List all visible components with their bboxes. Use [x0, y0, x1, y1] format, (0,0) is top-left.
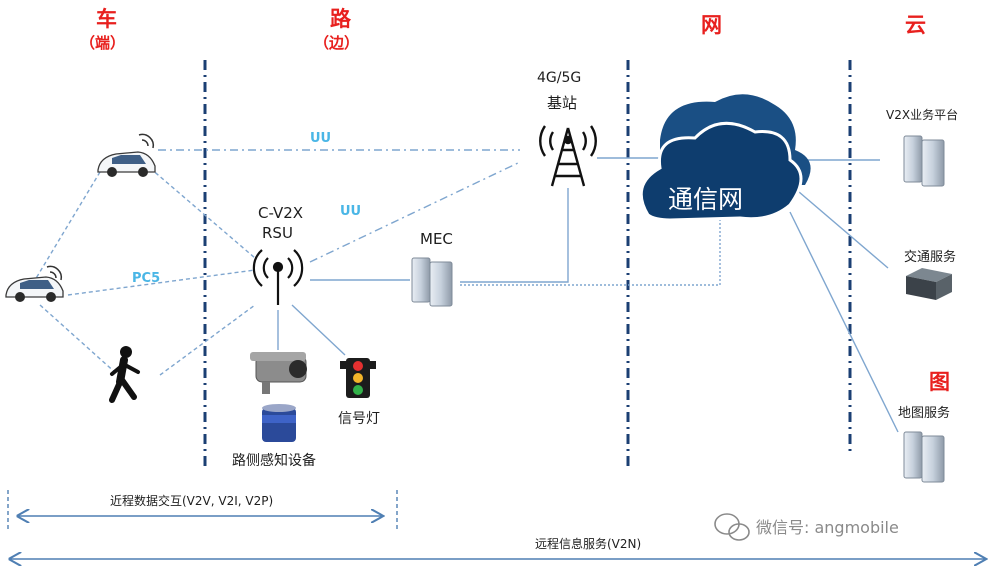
- link-uu-rsu: [309, 161, 521, 263]
- long-range-label: 远程信息服务(V2N): [535, 537, 642, 551]
- zone-subtitle-road: （边）: [314, 34, 360, 52]
- zone-title-map: 图: [929, 370, 950, 394]
- map-service-server-icon: [903, 431, 945, 483]
- signal-light-label: 信号灯: [338, 411, 380, 427]
- zone-dividers: [203, 60, 852, 470]
- base-station-tower-icon: [539, 125, 597, 187]
- uu-label-top: UU: [310, 131, 332, 146]
- link-net-map: [789, 211, 899, 433]
- watermark-text: 微信号: angmobile: [756, 518, 899, 537]
- zone-title-road: 路: [330, 7, 351, 31]
- zone-title-cloud: 云: [905, 13, 926, 37]
- link-rsu-light: [291, 304, 346, 356]
- base-station-label-line2: 基站: [547, 94, 578, 112]
- link-car2-rsu: [67, 269, 256, 296]
- traffic-service-label: 交通服务: [904, 250, 957, 265]
- rsu-antenna-icon: [252, 249, 304, 305]
- zone-title-net: 网: [701, 13, 722, 37]
- range-markers: [7, 490, 985, 559]
- network-cloud-label: 通信网: [668, 185, 744, 214]
- link-net-traffic: [784, 179, 889, 269]
- link-mec-net: [460, 220, 721, 286]
- roadside-sensing-label: 路侧感知设备: [232, 453, 316, 469]
- vehicle-icon-1: [97, 133, 156, 177]
- link-car2-ped: [39, 304, 119, 376]
- base-station-label-line1: 4G/5G: [537, 70, 582, 86]
- short-range-label: 近程数据交互(V2V, V2I, V2P): [110, 494, 274, 508]
- wechat-watermark-icon: [714, 513, 750, 541]
- link-ped-rsu: [159, 304, 256, 376]
- zone-subtitle-car: （端）: [80, 34, 126, 52]
- network-cloud-icon: [639, 94, 811, 222]
- v2x-platform-label: V2X业务平台: [886, 108, 959, 122]
- rsu-label-line1: C-V2X: [258, 204, 304, 222]
- traffic-light-icon: [340, 358, 376, 398]
- pc5-label: PC5: [132, 271, 161, 286]
- link-tower-mec: [460, 188, 569, 283]
- link-car1-car2: [34, 171, 101, 281]
- lidar-icon: [262, 404, 296, 442]
- uu-label-mid: UU: [340, 204, 362, 219]
- mec-server-icon: [411, 257, 453, 307]
- traffic-service-server-icon: [906, 268, 952, 300]
- mec-label: MEC: [420, 230, 453, 248]
- rsu-label-line2: RSU: [262, 224, 293, 242]
- link-car1-rsu: [149, 167, 256, 259]
- v2x-platform-server-icon: [903, 135, 945, 187]
- camera-icon: [250, 352, 307, 394]
- vehicle-icon-2: [5, 265, 64, 302]
- map-service-label: 地图服务: [898, 406, 951, 421]
- pedestrian-icon: [109, 346, 140, 403]
- zone-title-car: 车: [96, 7, 117, 31]
